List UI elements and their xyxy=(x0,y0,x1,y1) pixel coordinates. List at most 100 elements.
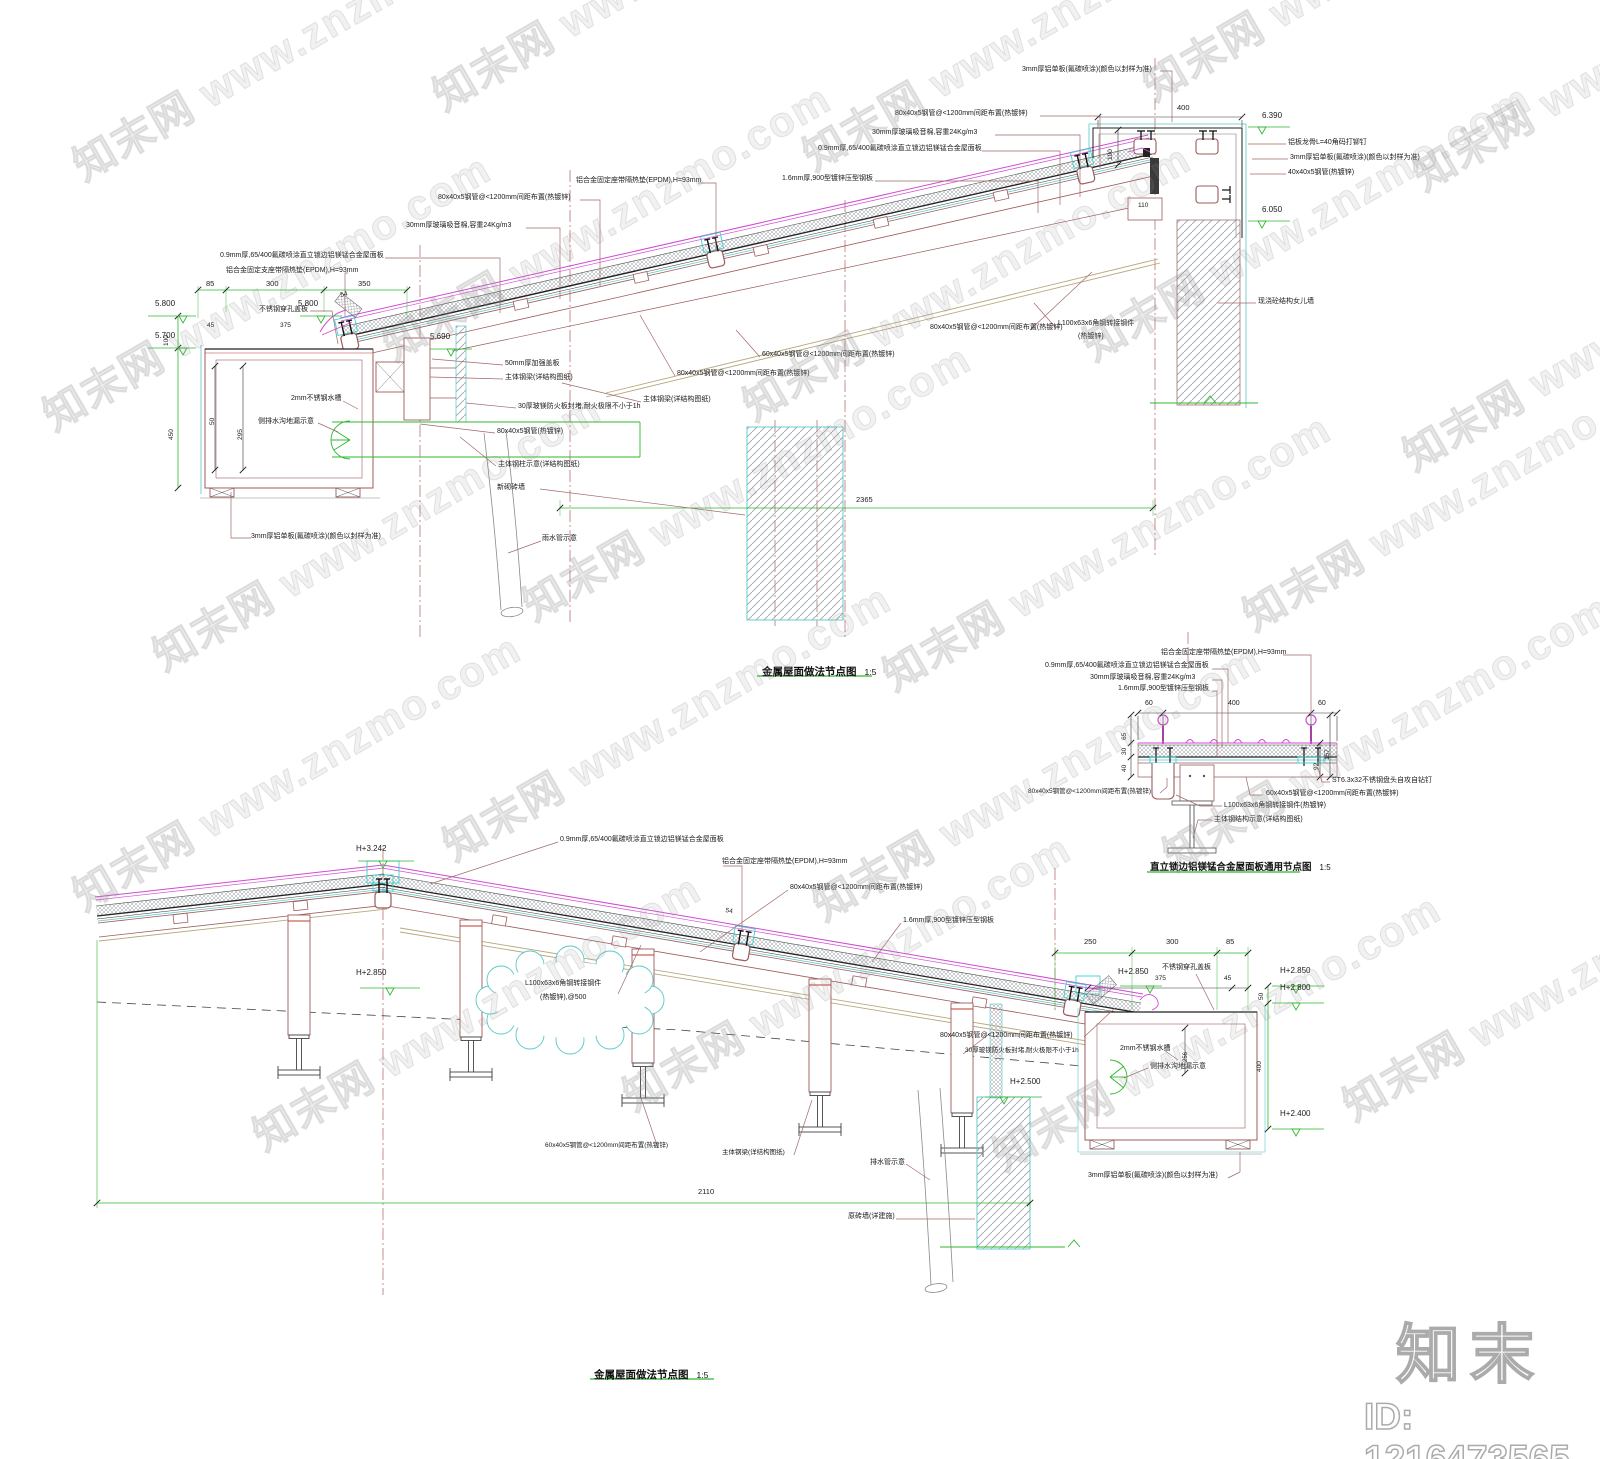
cad-label: H+2.800 xyxy=(1280,983,1311,992)
cad-label: 0.9mm厚,65/400氟碳喷涂直立锁边铝镁锰合金屋面板 xyxy=(1045,662,1209,669)
cad-label: 80x40x5钢管@<1200mm间距布置(热镀锌) xyxy=(438,194,571,201)
cad-label: 100 xyxy=(1107,149,1114,160)
cad-label: 5.690 xyxy=(430,332,451,341)
watermark-text: 知末网 www.znzmo.com xyxy=(1235,344,1600,640)
cad-label: 现浇砼结构女儿墙 xyxy=(1258,298,1314,305)
cad-label: 主体钢梁(详结构图纸) xyxy=(643,396,711,403)
cad-label: 不锈钢穿孔盖板 xyxy=(259,306,308,313)
cad-label: 85 xyxy=(206,279,215,288)
cad-label: 主体钢梁(详结构图纸) xyxy=(505,374,573,381)
lower-detail-drawing xyxy=(94,848,1266,1295)
watermark-text: 知末网 www.znzmo.com xyxy=(1395,184,1600,480)
cad-label: 300 xyxy=(266,279,279,288)
cad-label: 85 xyxy=(1226,937,1235,946)
cad-label: H+2.400 xyxy=(1280,1109,1311,1118)
cad-label: 雨水管示意 xyxy=(542,535,577,542)
cad-label: 295 xyxy=(237,429,244,440)
cad-label: 54 xyxy=(724,907,734,916)
cad-label: 65 xyxy=(1121,732,1128,740)
cad-label: 新砌砖墙 xyxy=(497,484,525,491)
cad-label: 5.800 xyxy=(298,299,319,308)
cad-label: 主体钢柱示意(详结构图纸) xyxy=(498,461,580,468)
cad-label: 45 xyxy=(1224,975,1232,982)
cad-label: 侧排水沟地漏示意 xyxy=(258,418,314,425)
cad-label: 1.6mm厚,900型镀锌压型钢板 xyxy=(782,175,874,182)
cad-label: 375 xyxy=(1155,975,1166,982)
cad-label: 80x40x5钢管@<1200mm间距布置(热镀锌) xyxy=(895,110,1028,117)
cad-label: 3mm厚铝单板(氟碳喷涂)(颜色以封样为准) xyxy=(251,533,381,540)
cad-label: 30mm厚玻璃吸音棉,容重24Kg/m3 xyxy=(406,222,512,229)
cad-label: 60 xyxy=(1145,700,1153,707)
cad-label: 50mm厚加强盖板 xyxy=(505,360,560,367)
watermark-text: 知末网 www.znzmo.com xyxy=(1335,834,1600,1130)
watermark-text: 知末网 www.znzmo.com xyxy=(65,624,530,920)
cad-label: L100x63x6角钢转接钢件(热镀锌) xyxy=(1224,802,1326,809)
cad-label: 不锈钢穿孔盖板 xyxy=(1162,964,1211,971)
cad-label: 铝合金固定座带隔热垫(EPDM),H=93mm xyxy=(722,858,848,865)
cad-label: 0.9mm厚,65/400氟碳喷涂直立锁边铝镁锰合金屋面板 xyxy=(818,145,982,152)
cad-label: 30 xyxy=(1121,747,1128,755)
cad-label: 40 xyxy=(1121,764,1128,772)
cad-label: 375 xyxy=(280,322,291,329)
watermark-text: 知末网 www.znzmo.com xyxy=(35,144,500,440)
title-underlines xyxy=(590,675,1300,1380)
cad-label: H+2.850 xyxy=(1118,967,1149,976)
cad-label: H+2.500 xyxy=(1010,1077,1041,1086)
cad-label: 3mm厚铝单板(氟碳喷涂)(颜色以封样为准) xyxy=(1290,154,1420,161)
small-detail-drawing xyxy=(1137,632,1338,854)
cad-label: 6.390 xyxy=(1262,111,1283,120)
cad-label: 100 xyxy=(163,335,170,346)
cad-label: 铝合金固定座带隔热垫(EPDM),H=93mm xyxy=(1161,649,1287,656)
cad-label: 3mm厚铝单板(氟碳喷涂)(颜色以封样为准) xyxy=(1088,1172,1218,1179)
cad-label: 铝合金固定支座带隔热垫(EPDM),H=93mm xyxy=(226,267,359,274)
cad-label: 60x40x5钢管@<1200mm间距布置(热镀锌) xyxy=(762,351,895,358)
cad-label: 157 xyxy=(1324,749,1331,760)
cad-label: 40x40x5钢管(热镀锌) xyxy=(1288,169,1355,176)
znzmo-logo: 知末 xyxy=(1395,1318,1544,1392)
cad-label: 256 xyxy=(1183,1051,1189,1062)
cad-label: 30mm厚玻璃吸音棉,容重24Kg/m3 xyxy=(1090,674,1196,681)
watermark-text: 知末网 www.znzmo.com xyxy=(435,574,900,870)
cad-label: 铝板龙骨L=40角码打铆钉 xyxy=(1288,139,1367,146)
cad-label: 6.050 xyxy=(1262,205,1283,214)
cad-label: 80x40x5钢管@<1200mm间距布置(热镀锌) xyxy=(677,370,810,377)
cad-label: 110 xyxy=(1138,202,1149,209)
lower-title-text: 金属屋面做法节点图 xyxy=(594,1369,689,1381)
watermark-text: 知末网 www.znzmo.com xyxy=(985,884,1450,1180)
cad-label: 30厚玻镁防火板封堵,耐火极限不小于1h xyxy=(965,1047,1079,1054)
watermark-text: 知末网 www.znzmo.com xyxy=(795,0,1260,180)
cad-label: 400 xyxy=(1177,103,1190,112)
cad-label: 400 xyxy=(1228,700,1240,707)
cad-label: (热镀锌) xyxy=(1078,333,1104,340)
cad-label: 3mm厚铝单板(氟碳喷涂)(颜色以封样为准) xyxy=(1022,66,1152,73)
cad-label: 2365 xyxy=(856,495,873,504)
cad-label: 250 xyxy=(1084,937,1097,946)
cad-label: 300 xyxy=(1166,937,1179,946)
cad-label: 350 xyxy=(358,279,371,288)
cad-label: 排水管示意 xyxy=(870,1159,905,1166)
watermark-text: 知末网 www.znzmo.com xyxy=(65,0,530,190)
lower-drawing-title: 金属屋面做法节点图 1:5 xyxy=(594,1365,708,1383)
cad-label: 30mm厚玻璃吸音棉,容重24Kg/m3 xyxy=(872,129,978,136)
lower-title-scale: 1:5 xyxy=(696,1370,709,1380)
watermark-text: 知末网 www.znzmo.com xyxy=(245,864,710,1160)
cad-label: 2mm不锈钢水槽 xyxy=(1120,1045,1171,1052)
small-title-scale: 1:5 xyxy=(1319,863,1331,872)
cad-label: H+3.242 xyxy=(356,844,387,853)
cad-label: 0.9mm厚,65/400氟碳喷涂直立锁边铝镁锰合金屋面板 xyxy=(560,836,724,843)
cad-label: 45 xyxy=(207,322,215,329)
cad-label: 50 xyxy=(1258,992,1265,1000)
cad-label: 30厚玻镁防火板封堵,耐火极限不小于1h xyxy=(518,403,641,410)
cad-label: H+2.850 xyxy=(356,968,387,977)
cad-label: 60 xyxy=(1318,700,1326,707)
cad-label: ST6.3x32不锈钢盘头自攻自钻钉 xyxy=(1332,777,1432,784)
cad-label: 0.9mm厚,65/400氟碳喷涂直立锁边铝镁锰合金屋面板 xyxy=(220,252,384,259)
cad-label: 80x40x5钢管@<1200mm间距布置(热镀锌) xyxy=(940,1032,1073,1039)
cad-label: 80x40x5钢管@<1200mm间距布置(热镀锌) xyxy=(790,884,923,891)
cad-label: 92 xyxy=(1313,762,1320,770)
cad-label: L100x63x6角钢转接钢件 xyxy=(1058,320,1135,327)
